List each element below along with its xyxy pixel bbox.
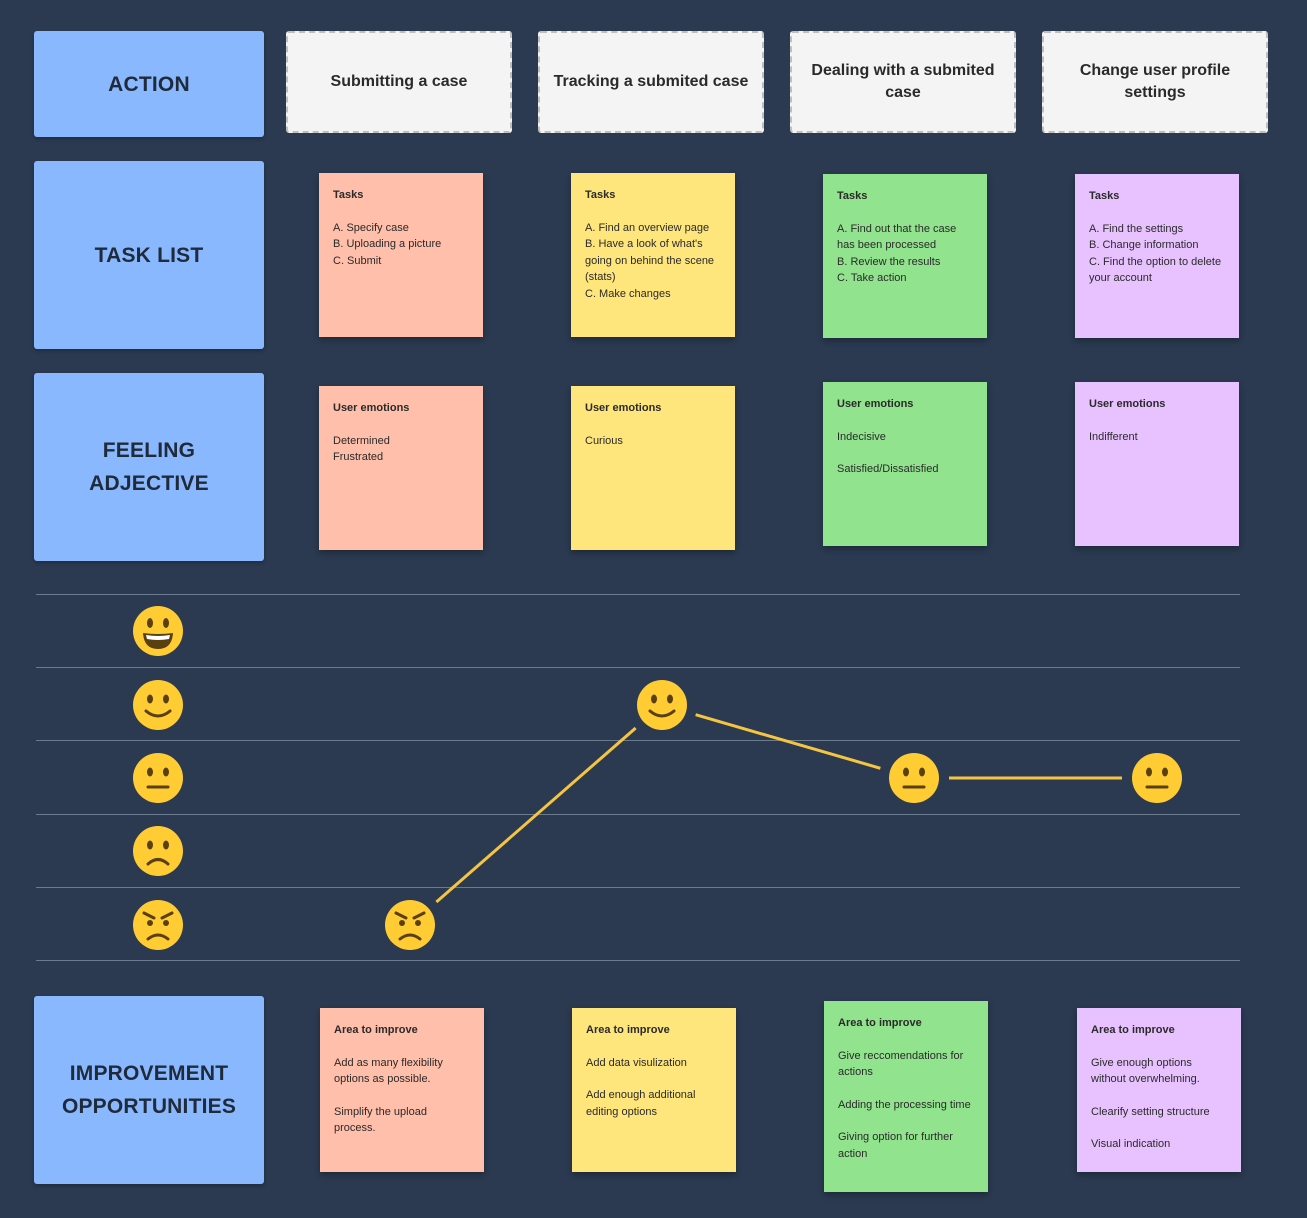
scale-neutral-icon — [133, 753, 183, 803]
task-item: B. Uploading a picture — [333, 238, 442, 250]
sticky-title: Area to improve — [586, 1024, 670, 1036]
row-header-label: OPPORTUNITIES — [61, 1095, 237, 1118]
graph-line — [36, 667, 1240, 668]
task-item: B. Have a look of what's going on behind… — [585, 238, 715, 283]
action-label: Submitting a case — [330, 73, 468, 90]
row-header-label: IMPROVEMENT — [69, 1062, 229, 1085]
row-header-feeling: FEELING ADJECTIVE — [34, 373, 264, 561]
improvement-sticky-submitting: Area to improve Add as many flexibility … — [320, 1008, 484, 1172]
action-label: Tracking a submited case — [553, 73, 749, 90]
task-item: C. Take action — [837, 272, 907, 284]
sticky-title: Tasks — [333, 189, 364, 201]
emotion-item: Indifferent — [1089, 430, 1138, 443]
action-header-tracking: Tracking a submited case — [538, 31, 764, 133]
journey-neutral-icon — [1132, 753, 1182, 803]
graph-line — [36, 887, 1240, 888]
task-item: B. Review the results — [837, 255, 941, 268]
improvement-item: Add enough additional editing options — [586, 1089, 696, 1118]
sticky-title: Tasks — [1089, 190, 1120, 202]
scale-happy-icon — [133, 680, 183, 730]
action-label: Change user profile settings — [1079, 62, 1231, 101]
improvement-sticky-tracking: Area to improve Add data visulization Ad… — [572, 1008, 736, 1172]
scale-very-happy-icon — [133, 606, 183, 656]
improvement-sticky-settings: Area to improve Give enough options with… — [1077, 1008, 1241, 1172]
action-header-submitting: Submitting a case — [286, 31, 512, 133]
sticky-title: Area to improve — [1091, 1024, 1175, 1036]
row-header-label: ADJECTIVE — [89, 472, 209, 495]
improvement-item: Add as many flexibility options as possi… — [334, 1056, 443, 1086]
emotion-sticky-dealing: User emotions Indecisive Satisfied/Dissa… — [823, 382, 987, 546]
row-header-label: TASK LIST — [94, 243, 204, 267]
sticky-title: User emotions — [837, 398, 914, 410]
emotion-item: Curious — [585, 434, 623, 447]
journey-happy-icon — [637, 680, 687, 730]
improvement-item: Giving option for further action — [838, 1131, 953, 1160]
task-sticky-submitting: Tasks A. Specify case B. Uploading a pic… — [319, 173, 483, 337]
task-item: A. Find an overview page — [585, 221, 710, 234]
task-item: A. Find out that the case has been proce… — [837, 222, 957, 252]
emotion-item: Satisfied/Dissatisfied — [837, 463, 939, 475]
journey-connector — [695, 713, 881, 770]
action-label: Dealing with a submited case — [811, 62, 995, 101]
improvement-item: Clearify setting structure — [1091, 1105, 1210, 1118]
row-header-improvement: IMPROVEMENT OPPORTUNITIES — [34, 996, 264, 1184]
task-item: C. Make changes — [585, 287, 671, 300]
action-header-settings: Change user profile settings — [1042, 31, 1268, 133]
journey-connector — [435, 726, 637, 904]
task-item: C. Find the option to delete your accoun… — [1089, 255, 1222, 285]
improvement-item: Give reccomendations for actions — [838, 1049, 964, 1079]
improvement-sticky-dealing: Area to improve Give reccomendations for… — [824, 1001, 988, 1192]
sticky-title: User emotions — [585, 402, 662, 414]
improvement-item: Visual indication — [1091, 1138, 1171, 1150]
sticky-title: User emotions — [333, 402, 410, 414]
row-header-label: ACTION — [108, 72, 190, 96]
row-header-label: FEELING — [102, 439, 196, 462]
sticky-title: Tasks — [837, 190, 868, 202]
task-sticky-settings: Tasks A. Find the settings B. Change inf… — [1075, 174, 1239, 338]
graph-line — [36, 594, 1240, 595]
sticky-title: Tasks — [585, 189, 616, 201]
task-item: A. Specify case — [333, 221, 409, 234]
emotion-item: Frustrated — [333, 451, 384, 463]
action-header-dealing: Dealing with a submited case — [790, 31, 1016, 133]
row-header-action: ACTION — [34, 31, 264, 137]
journey-angry-icon — [385, 900, 435, 950]
improvement-item: Give enough options without overwhelming… — [1091, 1056, 1200, 1086]
row-header-task-list: TASK LIST — [34, 161, 264, 349]
scale-angry-icon — [133, 900, 183, 950]
scale-sad-icon — [133, 826, 183, 876]
journey-neutral-icon — [889, 753, 939, 803]
emotion-item: Indecisive — [837, 430, 886, 443]
emotion-sticky-submitting: User emotions Determined Frustrated — [319, 386, 483, 550]
task-item: C. Submit — [333, 254, 382, 267]
sticky-title: Area to improve — [334, 1024, 418, 1036]
graph-line — [36, 814, 1240, 815]
emotion-sticky-settings: User emotions Indifferent — [1075, 382, 1239, 546]
emotion-sticky-tracking: User emotions Curious — [571, 386, 735, 550]
sticky-title: Area to improve — [838, 1017, 922, 1029]
task-item: B. Change information — [1089, 239, 1199, 251]
task-item: A. Find the settings — [1089, 222, 1184, 235]
task-sticky-dealing: Tasks A. Find out that the case has been… — [823, 174, 987, 338]
emotion-item: Determined — [333, 434, 390, 447]
improvement-item: Adding the processing time — [838, 1098, 971, 1111]
graph-line — [36, 960, 1240, 961]
sticky-title: User emotions — [1089, 398, 1166, 410]
graph-line — [36, 740, 1240, 741]
improvement-item: Add data visulization — [586, 1056, 687, 1069]
improvement-item: Simplify the upload process. — [334, 1105, 427, 1135]
task-sticky-tracking: Tasks A. Find an overview page B. Have a… — [571, 173, 735, 337]
